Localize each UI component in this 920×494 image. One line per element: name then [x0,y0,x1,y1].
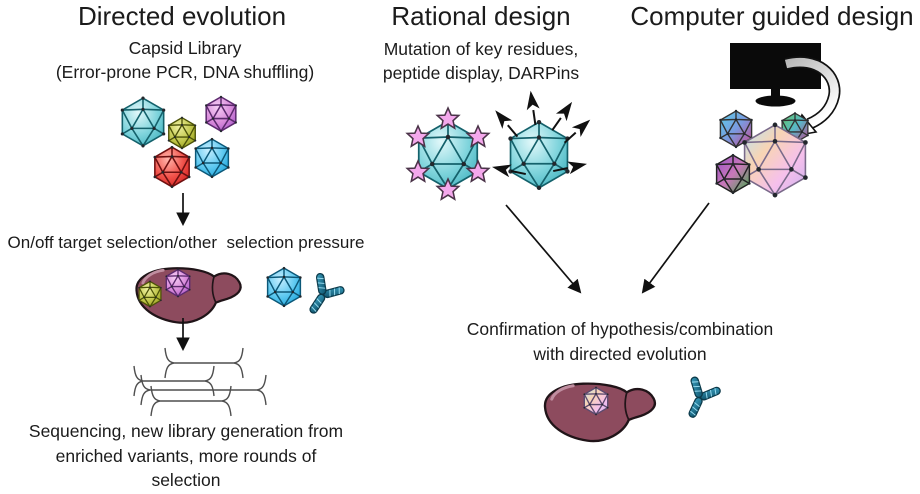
rational-design-line2: peptide display, DARPins [382,63,580,83]
capsid-peptides-icon [507,119,571,191]
selection-pressure-label: On/off target selection/other selection … [7,233,365,252]
confirmation-text: Confirmation of hypothesis/combination w… [434,317,806,366]
sequencing-result-line2: enriched variants, more rounds of [55,445,317,466]
confirmation-antibody-icon [675,373,724,425]
directed-evolution-title: Directed evolution [77,1,287,31]
capsid-olive-icon [167,116,197,151]
sequencing-result-text: Sequencing, new library generation from … [0,419,372,493]
capsid-cyan-icon [265,266,303,308]
dna-fragment-icon [150,385,232,417]
capsid-red-icon [152,145,192,189]
dna-fragment-icon [140,374,267,406]
capsid-library-subtitle: Capsid Library (Error-prone PCR, DNA shu… [35,36,335,84]
antibody-icon [296,269,349,323]
confirmation-line1: Confirmation of hypothesis/combination [466,319,774,339]
dna-fragments-group [133,347,267,417]
rational-design-line1: Mutation of key residues, [383,39,579,59]
confirmation-line2: with directed evolution [533,343,707,364]
converge-arrow-left-icon [505,204,582,294]
star-capsid-group [406,107,490,201]
rational-design-subtitle: Mutation of key residues, peptide displa… [356,37,606,85]
peptide-dart-icon [491,106,523,142]
computer-guided-design-title: Computer guided design [630,1,914,31]
converge-arrow-right-icon [641,202,710,294]
sequencing-result-line1: Sequencing, new library generation from [28,421,344,441]
sequencing-result-line3: selection [151,470,221,490]
dna-fragment-icon [164,347,244,379]
capsid-blue-icon [193,137,231,179]
rational-design-title: Rational design [391,1,571,31]
capsid-library-cluster [119,95,238,189]
selection-liver-group [135,266,349,325]
monitor-base-icon [755,95,796,107]
capsid-library-line1: Capsid Library [128,38,242,58]
designed-capsid-cluster [714,109,810,199]
capsid-library-line2: (Error-prone PCR, DNA shuffling) [55,62,315,82]
peptide-capsid-group [491,90,594,191]
peptide-dart-icon [546,99,577,135]
monitor-stand-icon [771,88,780,99]
confirmation-liver-group [543,373,724,443]
monitor-group [730,43,821,107]
capsid-purple-icon [204,95,238,134]
capsid-teal-icon [119,95,167,149]
peptide-dart-icon [559,115,594,148]
